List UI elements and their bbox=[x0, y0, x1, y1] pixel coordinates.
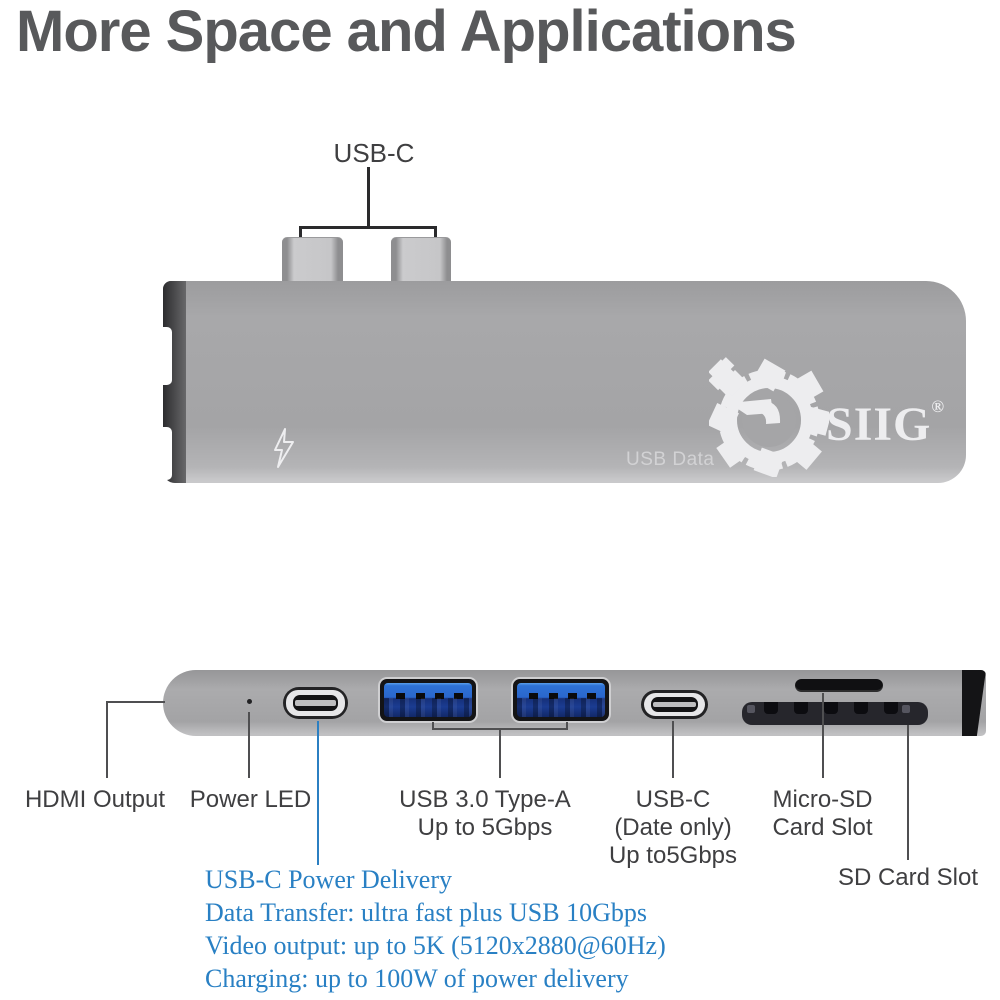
usb-c-pd-port bbox=[283, 687, 348, 719]
label-micro-sd-line2: Card Slot bbox=[772, 814, 873, 841]
spec-line-4: Charging: up to 100W of power delivery bbox=[205, 964, 629, 993]
usb-c-pd-spec-list: USB-C Power Delivery Data Transfer: ultr… bbox=[205, 863, 666, 995]
label-usb-c-data-line3: Up to5Gbps bbox=[608, 842, 738, 869]
callout-line-usb-c-pd bbox=[317, 721, 319, 865]
sd-slot-corner bbox=[902, 705, 910, 713]
page-title: More Space and Applications bbox=[16, 0, 797, 64]
spec-line-2: Data Transfer: ultra fast plus USB 10Gbp… bbox=[205, 898, 647, 927]
hub-body-port-view bbox=[163, 670, 986, 736]
brand-logo-text: SIIG® bbox=[826, 397, 944, 452]
callout-line-hdmi-v bbox=[106, 701, 108, 778]
sd-card-slot bbox=[742, 702, 928, 725]
label-power-led: Power LED bbox=[178, 786, 323, 814]
usb-pin bbox=[454, 693, 464, 700]
callout-line-usb-a bbox=[499, 729, 501, 778]
label-usb-a-line2: Up to 5Gbps bbox=[417, 814, 553, 841]
label-usb-a: USB 3.0 Type-A Up to 5Gbps bbox=[385, 786, 585, 842]
label-hdmi-output: HDMI Output bbox=[15, 786, 175, 814]
power-led-dot bbox=[247, 699, 252, 704]
micro-sd-slot bbox=[795, 679, 883, 692]
usb-a-port-2-tongue bbox=[517, 683, 605, 717]
label-hdmi-line1: HDMI Output bbox=[24, 786, 166, 813]
usb-a-port-1 bbox=[378, 677, 478, 723]
sd-slot-tooth bbox=[854, 702, 868, 714]
siig-logo-emblem bbox=[709, 357, 829, 477]
callout-bracket-stub-right bbox=[434, 226, 437, 240]
callout-line-usb-c-data bbox=[672, 721, 674, 778]
hub-body-top-view: SIIG® USB Data bbox=[163, 281, 966, 483]
callout-line-hdmi-h bbox=[106, 701, 165, 703]
label-usb-c-data-line2: (Date only) bbox=[614, 814, 732, 841]
usb-a-port-2 bbox=[511, 677, 611, 723]
label-usb-c-data: USB-C (Date only) Up to5Gbps bbox=[588, 786, 758, 870]
usb-pin bbox=[415, 693, 425, 700]
callout-line-usb-a-stub-2 bbox=[566, 722, 568, 730]
usb-pin bbox=[548, 693, 558, 700]
usb-pin bbox=[568, 693, 578, 700]
usb-pin bbox=[396, 693, 406, 700]
callout-bracket-stub-left bbox=[299, 226, 302, 240]
brand-name: SIIG bbox=[826, 398, 932, 451]
usb-a-port-1-tongue bbox=[384, 683, 472, 717]
registered-mark: ® bbox=[931, 397, 945, 416]
callout-line-micro-sd bbox=[822, 693, 824, 778]
usb-c-data-port-tongue bbox=[653, 702, 696, 708]
callout-line-usb-c-host bbox=[367, 167, 370, 228]
sd-slot-tooth bbox=[764, 702, 778, 714]
label-micro-sd: Micro-SD Card Slot bbox=[750, 786, 895, 842]
spec-line-3: Video output: up to 5K (5120x2880@60Hz) bbox=[205, 931, 666, 960]
label-sd-card-line1: SD Card Slot bbox=[837, 864, 979, 891]
sd-slot-corner bbox=[747, 705, 755, 713]
usb-pin bbox=[435, 693, 445, 700]
usb-c-data-port bbox=[641, 690, 708, 719]
label-usb-a-line1: USB 3.0 Type-A bbox=[399, 786, 571, 813]
thunderbolt-icon bbox=[274, 428, 294, 468]
usb-pin bbox=[587, 693, 597, 700]
callout-bracket-usb-c-host bbox=[299, 226, 437, 229]
callout-line-power-led bbox=[248, 712, 250, 778]
usb-c-host-label: USB-C bbox=[333, 138, 415, 168]
usb-c-pd-port-tongue bbox=[294, 700, 337, 707]
side-port-notch-1 bbox=[163, 327, 172, 385]
label-usb-c-data-line1: USB-C bbox=[635, 786, 711, 813]
callout-line-usb-a-stub-1 bbox=[432, 722, 434, 730]
label-micro-sd-line1: Micro-SD bbox=[772, 786, 873, 813]
usb-pin bbox=[529, 693, 539, 700]
usb-c-plug-1 bbox=[282, 237, 343, 282]
hub-end-cap bbox=[962, 670, 986, 736]
usb-c-plug-2 bbox=[391, 237, 451, 282]
label-sd-card: SD Card Slot bbox=[828, 864, 988, 892]
spec-line-1: USB-C Power Delivery bbox=[205, 865, 452, 894]
usb-data-face-text: USB Data bbox=[626, 449, 715, 470]
sd-slot-tooth bbox=[824, 702, 838, 714]
side-port-notch-2 bbox=[163, 427, 172, 480]
sd-slot-tooth bbox=[794, 702, 808, 714]
callout-line-sd bbox=[907, 725, 909, 860]
sd-slot-tooth bbox=[884, 702, 898, 714]
label-power-led-line1: Power LED bbox=[189, 786, 312, 813]
